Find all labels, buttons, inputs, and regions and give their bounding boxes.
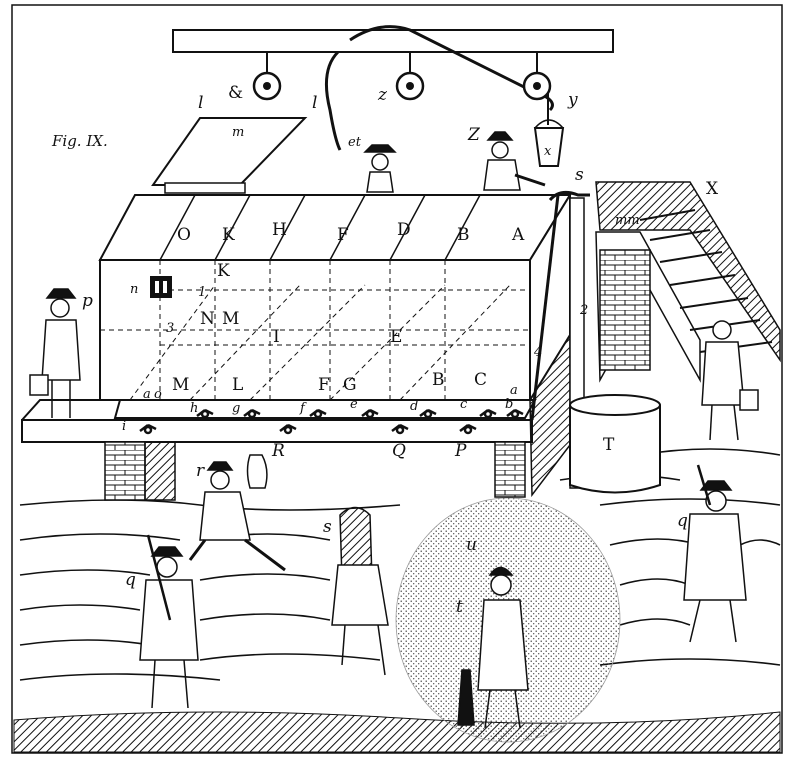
figure-label-s-bottom: s bbox=[323, 517, 332, 537]
figure-label-t: t bbox=[456, 597, 463, 617]
front-label-L: L bbox=[232, 375, 243, 395]
figure-label-X: X bbox=[706, 179, 719, 199]
front-label-K: K bbox=[217, 261, 230, 281]
gutter-taps bbox=[139, 408, 524, 435]
overhead-beam bbox=[172, 29, 614, 53]
tap-label-i: i bbox=[122, 419, 126, 434]
lid-hinge bbox=[164, 182, 246, 194]
front-label-M-lower: M bbox=[172, 375, 189, 395]
brick-pier-left-shade bbox=[144, 441, 176, 501]
tap-label-a-right: a bbox=[510, 383, 518, 398]
basin-label-T: T bbox=[603, 435, 615, 455]
figure-label-et: et bbox=[348, 135, 362, 150]
man-figure-t-in-halo bbox=[457, 566, 529, 729]
front-label-2: 2 bbox=[579, 303, 588, 318]
pulley-label-z: z bbox=[377, 85, 388, 105]
front-label-M-upper: M bbox=[222, 309, 239, 329]
tap-label-h: h bbox=[190, 401, 198, 416]
tank-top-label-H: H bbox=[272, 220, 287, 240]
front-label-1: 1 bbox=[198, 285, 206, 300]
hanging-bucket bbox=[533, 119, 565, 167]
tank-top-dividers bbox=[159, 194, 481, 261]
man-figure-staircase bbox=[701, 320, 759, 441]
tap-label-e: e bbox=[350, 397, 358, 412]
tank-top-label-D: D bbox=[397, 220, 411, 240]
brick-pier-right bbox=[494, 441, 526, 498]
tank-top-labels: O K H F D B A bbox=[177, 220, 525, 245]
front-label-N: N bbox=[200, 309, 215, 329]
tap-label-a-left: a bbox=[143, 387, 151, 402]
man-figure-p bbox=[29, 288, 81, 418]
tap-label-b: b bbox=[505, 397, 513, 412]
figure-label-u: u bbox=[466, 535, 477, 555]
tank-lid bbox=[151, 117, 308, 186]
plate-border bbox=[11, 4, 783, 754]
man-figure-s-with-basket bbox=[331, 506, 389, 676]
tap-label-o: o bbox=[154, 387, 162, 402]
figure-caption: Fig. IX. bbox=[51, 132, 108, 150]
tank-internal-partitions bbox=[100, 260, 530, 401]
jug bbox=[246, 454, 268, 489]
front-label-C: C bbox=[474, 370, 487, 390]
tank-small-window bbox=[150, 276, 172, 298]
tank-gutter bbox=[113, 399, 537, 419]
front-label-B: B bbox=[432, 370, 445, 390]
tank-top-label-A: A bbox=[511, 225, 525, 245]
tap-label-R: R bbox=[271, 441, 285, 461]
tap-label-Q: Q bbox=[392, 441, 406, 461]
front-label-E: E bbox=[390, 327, 402, 347]
front-label-3: 3 bbox=[166, 321, 174, 336]
pulley-label-y: y bbox=[567, 90, 578, 110]
figure-label-Z: Z bbox=[467, 125, 481, 145]
lid-label-m: m bbox=[232, 125, 244, 140]
tap-label-f: f bbox=[299, 401, 307, 416]
tank-base bbox=[21, 419, 533, 443]
water-basin bbox=[569, 394, 661, 494]
man-figure-Z bbox=[483, 131, 546, 191]
tank-top-label-K: K bbox=[222, 225, 235, 245]
lid-label-l-right: l bbox=[312, 93, 317, 113]
front-label-I: I bbox=[273, 327, 280, 347]
front-label-G: G bbox=[343, 375, 357, 395]
figure-label-q-right: q bbox=[677, 511, 688, 531]
pulley-y bbox=[522, 52, 552, 125]
figure-label-s-top: s bbox=[575, 165, 584, 185]
figure-label-mm: mm bbox=[615, 213, 640, 228]
tap-labels: a o i h g f e d c b a R Q P bbox=[122, 383, 518, 461]
front-label-F: F bbox=[318, 375, 330, 395]
figure-label-r: r bbox=[196, 461, 205, 481]
tap-label-g: g bbox=[232, 401, 240, 416]
man-figure-q-left bbox=[139, 534, 199, 709]
pulley-label-ampersand: & bbox=[228, 83, 243, 103]
tank-top-label-F: F bbox=[337, 225, 349, 245]
figure-label-p: p bbox=[82, 291, 93, 311]
tap-label-c: c bbox=[460, 397, 468, 412]
tank-top-label-O: O bbox=[177, 225, 191, 245]
pulley-z bbox=[395, 52, 425, 101]
figure-label-q-left: q bbox=[125, 570, 136, 590]
brick-pier-left bbox=[104, 441, 146, 501]
man-figure-q-right bbox=[683, 464, 747, 643]
lid-label-l-left: l bbox=[198, 93, 203, 113]
front-label-4: 4 bbox=[533, 345, 542, 360]
man-figure-et bbox=[363, 144, 397, 193]
bottom-earth bbox=[13, 711, 781, 753]
tap-label-P: P bbox=[454, 441, 467, 461]
front-label-n: n bbox=[130, 282, 138, 297]
tank-top-label-B: B bbox=[457, 225, 470, 245]
pulley-ampersand bbox=[252, 52, 282, 101]
man-figure-r-kneeling bbox=[188, 461, 286, 572]
staircase bbox=[595, 181, 781, 383]
bucket-label-x: x bbox=[544, 144, 552, 159]
tap-label-d: d bbox=[410, 399, 418, 414]
tank-front-labels: K n 1 N M 3 I E 2 4 M L F G B C bbox=[130, 261, 588, 395]
